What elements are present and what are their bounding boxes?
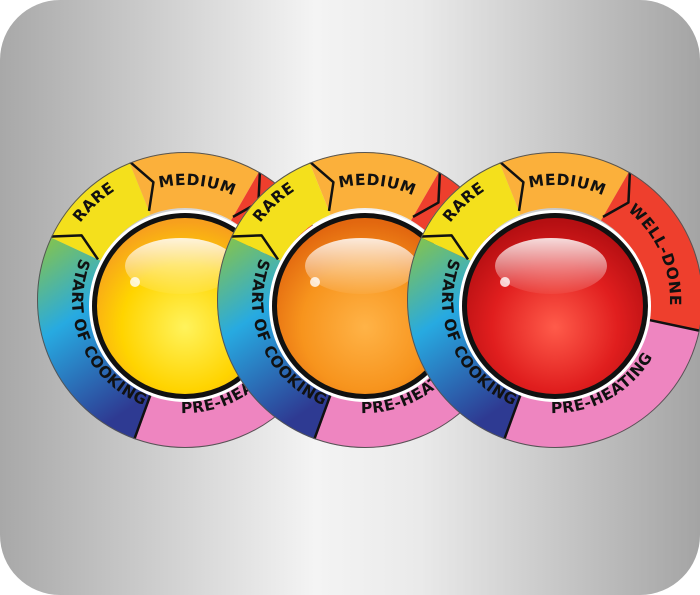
segment-well-done	[601, 170, 700, 332]
segment-divider	[312, 389, 334, 442]
segment-divider	[648, 318, 700, 333]
segment-medium	[498, 152, 630, 221]
arrow-divider	[127, 159, 155, 212]
indicator-lamp-well-done	[459, 210, 651, 402]
segment-divider	[502, 389, 524, 442]
arrow-divider	[419, 234, 470, 261]
arrow-divider	[307, 159, 335, 212]
segment-start-of-cooking	[217, 236, 334, 441]
indicator-lamp-medium	[269, 210, 461, 402]
segment-medium	[308, 152, 440, 221]
ring-edge	[407, 152, 700, 448]
segment-start-of-cooking	[407, 236, 524, 441]
arrow-divider	[602, 170, 632, 218]
arrow-divider	[497, 159, 525, 212]
segment-divider	[132, 389, 154, 442]
lamp-sparkle	[310, 277, 320, 287]
arrow-divider	[229, 234, 280, 261]
lamp-highlight	[495, 238, 607, 294]
lamp-highlight	[305, 238, 417, 294]
lamp-sparkle	[500, 277, 510, 287]
arrow-divider	[49, 234, 100, 261]
lamp-sparkle	[130, 277, 140, 287]
segment-medium	[128, 152, 260, 221]
lamp-highlight	[125, 238, 237, 294]
arrow-divider	[412, 170, 442, 218]
segment-start-of-cooking	[37, 236, 154, 441]
